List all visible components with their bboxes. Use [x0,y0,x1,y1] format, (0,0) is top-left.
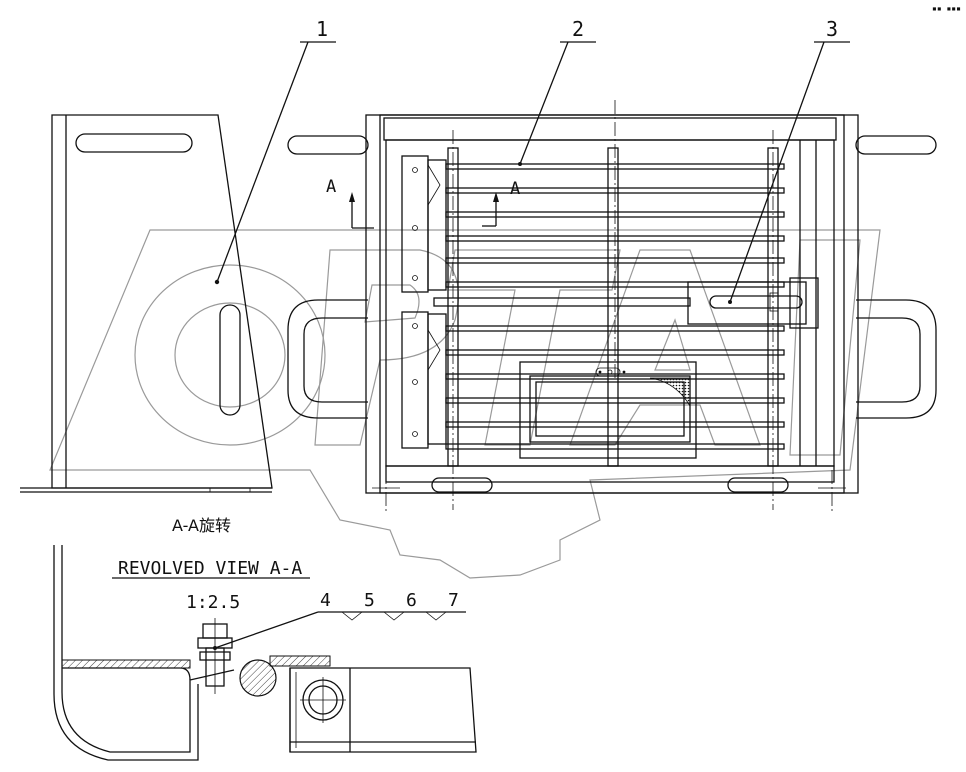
frame-top-view [287,100,937,512]
corner-mark: ▪▪ ▪▪▪ [932,4,961,13]
grill-bar [445,443,785,450]
grill-bar [445,397,785,404]
section-arrow-left: A [326,177,374,229]
part-number-3: 3 [826,17,838,41]
balloon-3: 3 [729,17,850,303]
part-number-4: 4 [320,590,331,611]
balloon-2: 2 [518,17,596,166]
section-detail-a-a: 4 5 6 7 [53,545,477,761]
watermark-logo [49,229,881,579]
view-caption-en: REVOLVED VIEW A-A [118,558,302,579]
part-number-7: 7 [448,590,459,611]
bracket-side-view [20,114,273,493]
grill-bar [445,421,785,428]
section-label-right: A [510,179,520,199]
part-number-1: 1 [316,17,328,41]
view-caption-cn: A-A旋转 [172,516,231,535]
part-number-5: 5 [364,590,375,611]
part-number-6: 6 [406,590,417,611]
balloon-1: 1 [216,17,336,283]
section-arrow-right: A [482,179,520,227]
part-number-2: 2 [572,17,584,41]
section-label-left: A [326,177,336,197]
scale-label: 1:2.5 [186,592,240,613]
